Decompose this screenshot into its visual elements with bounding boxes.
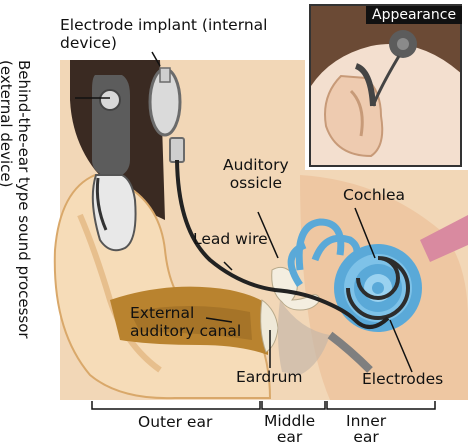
- middle-ear-label: Middle ear: [264, 413, 315, 445]
- external-canal-label: External auditory canal: [130, 304, 241, 340]
- auditory-ossicle-label: Auditory ossicle: [223, 156, 289, 192]
- lead-wire-label: Lead wire: [193, 230, 268, 248]
- appearance-label: Appearance: [366, 6, 462, 24]
- outer-ear-label: Outer ear: [138, 413, 212, 431]
- appearance-illustration: [311, 6, 462, 167]
- sound-processor-label: Behind-the-ear type sound processor (ext…: [13, 60, 33, 390]
- appearance-inset: [309, 4, 462, 167]
- cochlea-label: Cochlea: [343, 186, 405, 204]
- electrode-implant-label: Electrode implant (internal device): [60, 16, 267, 52]
- cochlea-spiral: [334, 244, 422, 332]
- electrodes-label: Electrodes: [362, 370, 443, 388]
- electrode-implant-label-line2: device): [60, 34, 267, 52]
- inner-ear-label-line1: Inner: [346, 413, 386, 429]
- middle-ear-label-line2: ear: [264, 429, 315, 445]
- section-brackets: [92, 401, 435, 409]
- electrode-implant-label-line1: Electrode implant (internal: [60, 16, 267, 34]
- sound-processor-external: [92, 75, 136, 250]
- inner-ear-label-line2: ear: [346, 429, 386, 445]
- auditory-ossicle-label-line1: Auditory: [223, 156, 289, 174]
- eardrum-label: Eardrum: [236, 368, 303, 386]
- auditory-ossicle-label-line2: ossicle: [223, 174, 289, 192]
- sound-processor-label-line2: (external device): [0, 60, 15, 187]
- external-canal-label-line2: auditory canal: [130, 322, 241, 340]
- middle-ear-label-line1: Middle: [264, 413, 315, 429]
- inner-ear-label: Inner ear: [346, 413, 386, 445]
- external-canal-label-line1: External: [130, 304, 241, 322]
- sound-processor-label-line1: Behind-the-ear type sound processor: [15, 60, 33, 339]
